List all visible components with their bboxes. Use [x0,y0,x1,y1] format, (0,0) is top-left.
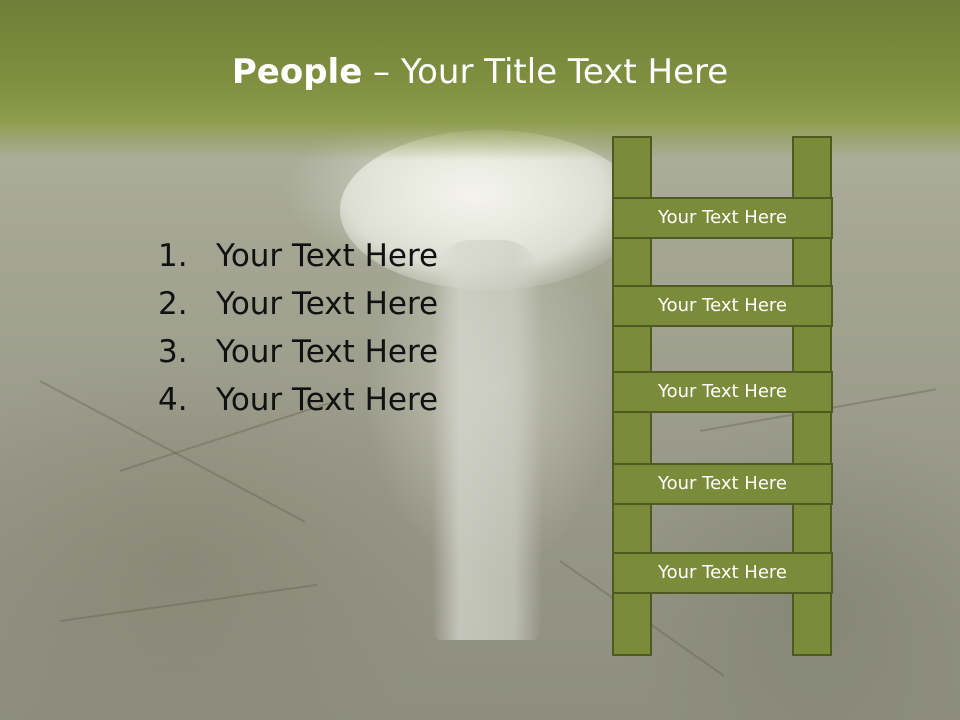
ladder-rung: Your Text Here [612,197,833,239]
list-text: Your Text Here [216,382,439,418]
list-text: Your Text Here [216,238,439,274]
numbered-list: 1. Your Text Here 2. Your Text Here 3. Your… [158,232,438,424]
ladder-rung: Your Text Here [612,463,833,505]
list-item: 4. Your Text Here [158,376,438,424]
list-number: 2. [158,286,188,322]
list-item: 2. Your Text Here [158,280,438,328]
mushroom-stem [432,240,542,640]
ladder-rung: Your Text Here [612,285,833,327]
title-bold: People [231,52,363,92]
list-number: 1. [158,238,188,274]
title-rest: – Your Title Text Here [362,52,729,92]
list-text: Your Text Here [216,286,439,322]
twig [59,583,318,622]
list-text: Your Text Here [216,334,439,370]
title-band [0,0,960,160]
list-item: 3. Your Text Here [158,328,438,376]
list-item: 1. Your Text Here [158,232,438,280]
list-number: 4. [158,382,188,418]
page-title: People – Your Title Text Here [0,52,960,92]
ladder-rung: Your Text Here [612,371,833,413]
list-number: 3. [158,334,188,370]
ladder-rung: Your Text Here [612,552,833,594]
